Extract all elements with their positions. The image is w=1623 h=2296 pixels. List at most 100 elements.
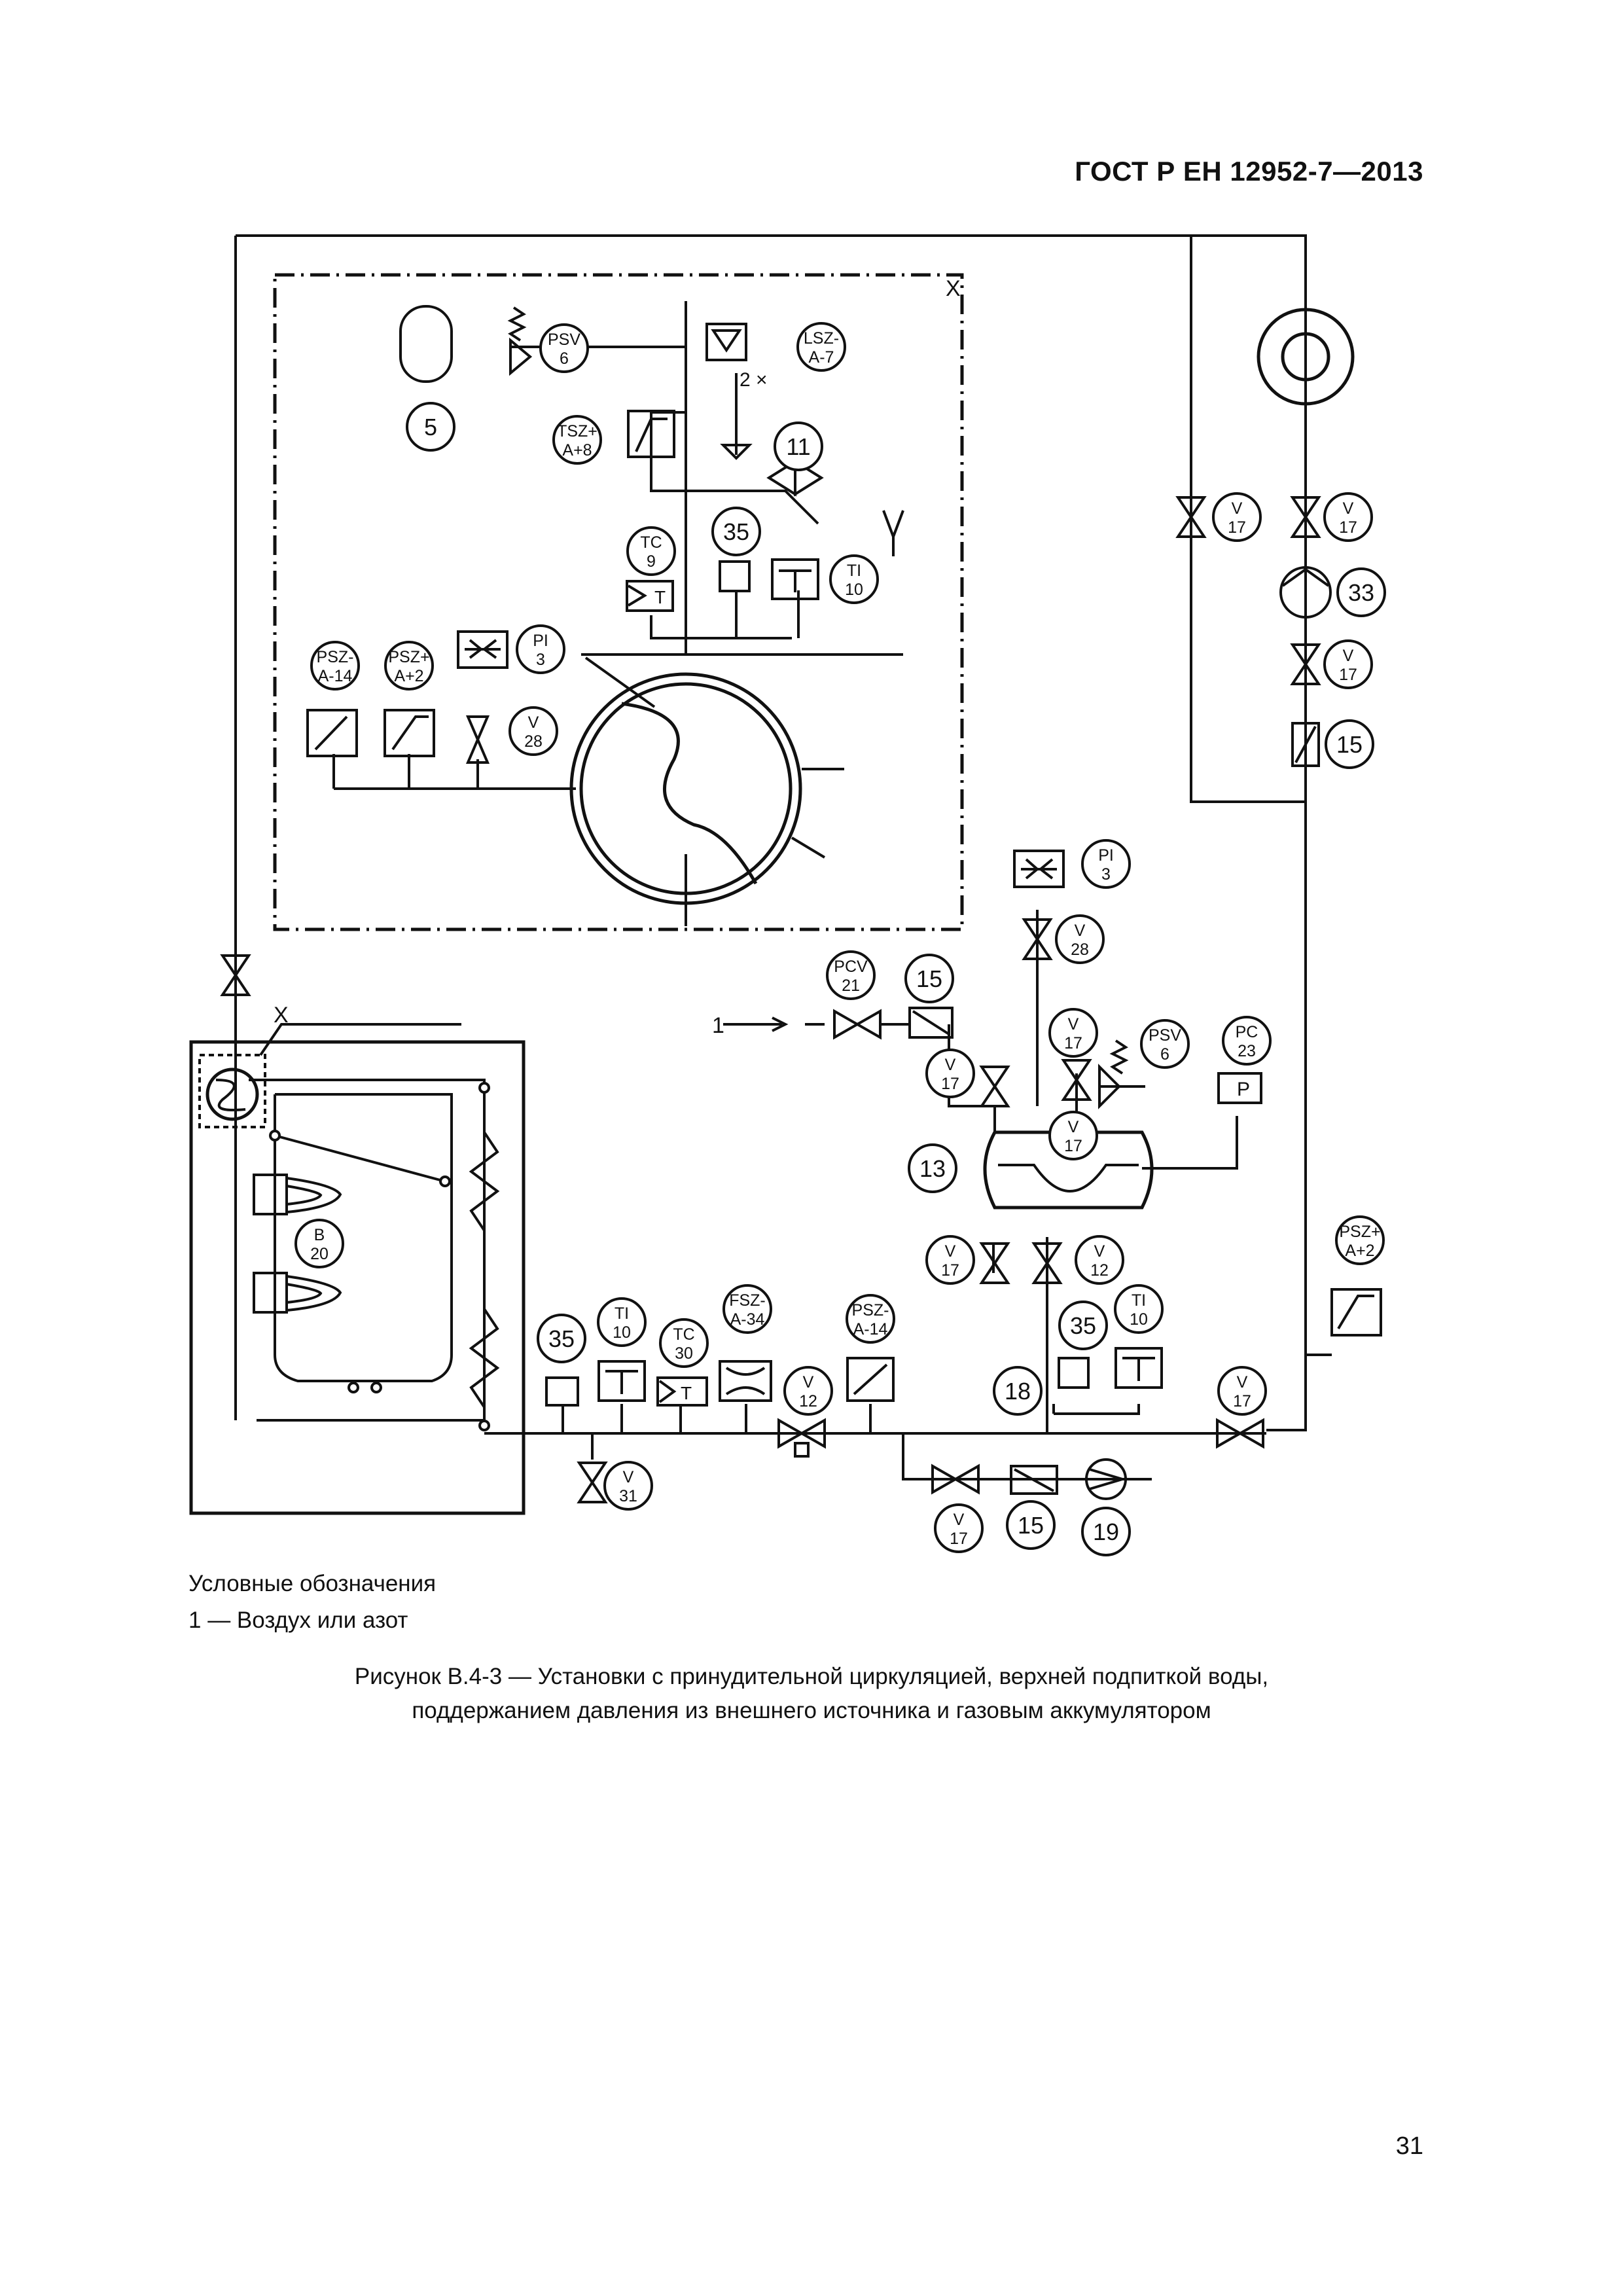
instrument-balloon: 35 — [1058, 1300, 1108, 1350]
balloon-tag-letters: LSZ- — [804, 329, 839, 348]
balloon-tag-letters: V — [803, 1373, 814, 1391]
balloon-tag-number: A+8 — [562, 441, 592, 459]
balloon-item-number: 15 — [1336, 731, 1363, 758]
inlet-label: 1 — [712, 1013, 724, 1038]
instrument-balloon: 35 — [711, 507, 761, 556]
instrument-balloon: 13 — [908, 1143, 957, 1193]
instrument-balloon: V12 — [1075, 1235, 1124, 1285]
balloon-item-number: 35 — [548, 1325, 575, 1352]
instrument-balloon: PSZ-A-14 — [846, 1294, 895, 1344]
balloon-tag-number: 17 — [1064, 1034, 1082, 1052]
valve-icon — [766, 459, 824, 497]
figure-caption: Рисунок В.4-3 — Установки с принудительн… — [0, 1660, 1623, 1728]
balloon-circle — [659, 1318, 709, 1368]
instrument-balloon: 35 — [537, 1314, 586, 1363]
balloon-tag-letters: V — [1068, 1015, 1079, 1033]
balloon-circle — [539, 323, 589, 373]
legend: Условные обозначения 1 — Воздух или азот — [188, 1566, 436, 1639]
balloon-tag-number: 17 — [950, 1530, 968, 1548]
balloon-circle — [1081, 839, 1131, 889]
instrument-balloon: 5 — [406, 402, 455, 452]
balloon-circle — [1335, 1215, 1385, 1265]
balloon-circle — [516, 624, 565, 674]
balloon-item-number: 35 — [723, 518, 749, 545]
balloon-circle — [796, 322, 846, 372]
instrument-balloon: 18 — [993, 1366, 1043, 1416]
balloon-tag-number: 9 — [647, 552, 656, 571]
instrument-balloon: V17 — [1048, 1111, 1098, 1160]
balloon-circle — [552, 415, 602, 465]
instrument-balloon: 11 — [774, 422, 823, 471]
balloon-circle — [1140, 1019, 1190, 1069]
balloon-tag-letters: TC — [673, 1325, 694, 1344]
instrument-balloon: V17 — [1212, 492, 1262, 542]
instrument-balloon: V12 — [783, 1366, 833, 1416]
balloon-circle — [406, 402, 455, 452]
balloon-circle — [934, 1503, 984, 1553]
balloon-tag-number: 10 — [845, 581, 863, 599]
balloon-circle — [310, 641, 360, 691]
balloon-circle — [1323, 492, 1373, 542]
balloon-circle — [597, 1297, 647, 1347]
instrument-balloon: 15 — [1325, 719, 1374, 769]
balloon-tag-number: A-14 — [853, 1320, 888, 1338]
balloon-circle — [1114, 1284, 1164, 1334]
balloon-tag-letters: FSZ- — [729, 1291, 766, 1310]
balloon-tag-letters: V — [1232, 499, 1243, 518]
balloon-circle — [908, 1143, 957, 1193]
balloon-circle — [722, 1284, 772, 1334]
balloon-tag-number: 17 — [1228, 518, 1246, 537]
balloon-tag-number: 3 — [1101, 865, 1111, 884]
balloon-tag-letters: V — [954, 1511, 965, 1529]
equipment-symbols — [205, 305, 1382, 1503]
instrument-balloon: LSZ-A-7 — [796, 322, 846, 372]
balloon-circle — [925, 1235, 975, 1285]
balloon-circle — [904, 954, 954, 1003]
instrument-balloon: V17 — [1217, 1366, 1267, 1416]
balloon-tag-number: 31 — [619, 1487, 637, 1505]
balloon-circle — [1048, 1111, 1098, 1160]
balloon-item-number: 33 — [1348, 579, 1374, 606]
instrument-balloon: TSZ+A+8 — [552, 415, 602, 465]
balloon-tag-letters: PSZ+ — [1339, 1223, 1380, 1241]
balloon-tag-letters: PCV — [834, 958, 868, 976]
balloon-circle — [711, 507, 761, 556]
balloon-tag-letters: TI — [847, 562, 861, 580]
balloon-tag-number: 17 — [941, 1261, 959, 1280]
balloon-circle — [1217, 1366, 1267, 1416]
balloon-circle — [603, 1461, 653, 1511]
instrument-balloon: PSZ+A+2 — [1335, 1215, 1385, 1265]
balloon-circle — [1058, 1300, 1108, 1350]
balloon-item-number: 11 — [786, 433, 810, 460]
enclosure-label-x-left: X — [274, 1003, 289, 1028]
caption-line-2: поддержанием давления из внешнего источн… — [412, 1698, 1211, 1723]
balloon-tag-number: 10 — [1130, 1310, 1148, 1329]
balloon-tag-number: 12 — [799, 1392, 817, 1410]
multiplier-label: 2 × — [740, 369, 768, 391]
balloon-item-number: 5 — [424, 414, 437, 440]
balloon-circle — [774, 422, 823, 471]
balloon-circle — [1055, 914, 1105, 964]
balloon-circle — [1336, 567, 1386, 617]
balloon-circle — [508, 706, 558, 756]
instrument-balloon: TC9 — [626, 526, 676, 576]
balloon-tag-letters: V — [1068, 1118, 1079, 1136]
balloon-tag-number: 17 — [1339, 666, 1357, 684]
balloon-tag-letters: PSV — [1149, 1026, 1181, 1045]
balloon-tag-number: 6 — [1160, 1045, 1169, 1064]
instrument-balloon: V17 — [925, 1049, 975, 1098]
balloon-tag-letters: V — [945, 1056, 956, 1074]
balloon-tag-letters: TI — [615, 1304, 629, 1323]
balloon-tag-number: A+2 — [394, 667, 423, 685]
document-header: ГОСТ Р ЕН 12952-7—2013 — [1075, 156, 1423, 187]
balloon-tag-letters: TI — [1132, 1291, 1146, 1310]
instrument-balloon: V17 — [934, 1503, 984, 1553]
balloon-circle — [626, 526, 676, 576]
balloon-tag-number: 28 — [524, 732, 543, 751]
balloon-item-number: 15 — [1018, 1512, 1044, 1539]
